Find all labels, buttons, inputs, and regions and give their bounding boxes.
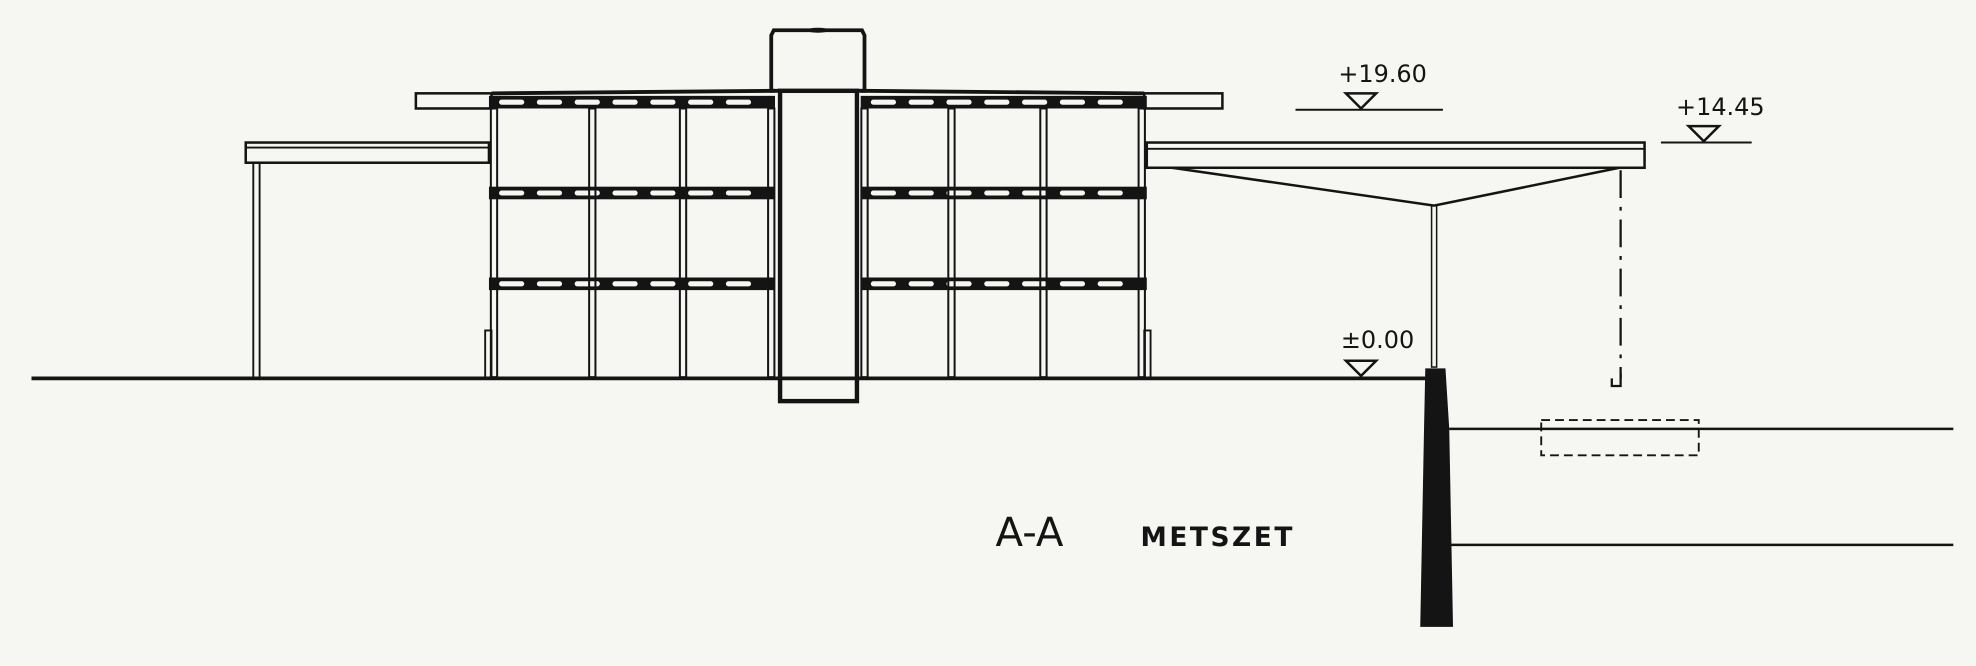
title-sub: METSZET <box>1140 522 1294 553</box>
level-marker-19-60: +19.60 <box>1295 60 1443 111</box>
column <box>767 107 776 379</box>
column <box>947 107 956 379</box>
central-core <box>769 27 867 404</box>
column <box>489 107 499 379</box>
level-label: ±0.00 <box>1341 326 1414 354</box>
level-marker-14-45: +14.45 <box>1660 93 1765 144</box>
level-label: +14.45 <box>1676 93 1765 121</box>
column <box>678 107 688 379</box>
title-main: A-A <box>996 509 1064 556</box>
section-title: A-A METSZET <box>996 509 1294 556</box>
right-canopy <box>1145 141 1700 627</box>
column <box>1039 107 1048 379</box>
level-label: +19.60 <box>1338 60 1427 88</box>
column <box>860 107 869 379</box>
column <box>588 107 597 379</box>
foundation-pier <box>1420 368 1454 627</box>
ground-line <box>31 376 1954 547</box>
left-canopy <box>244 141 491 380</box>
column <box>1137 107 1146 379</box>
building-frame <box>484 95 1152 380</box>
level-marker-0-00: ±0.00 <box>1341 326 1414 378</box>
